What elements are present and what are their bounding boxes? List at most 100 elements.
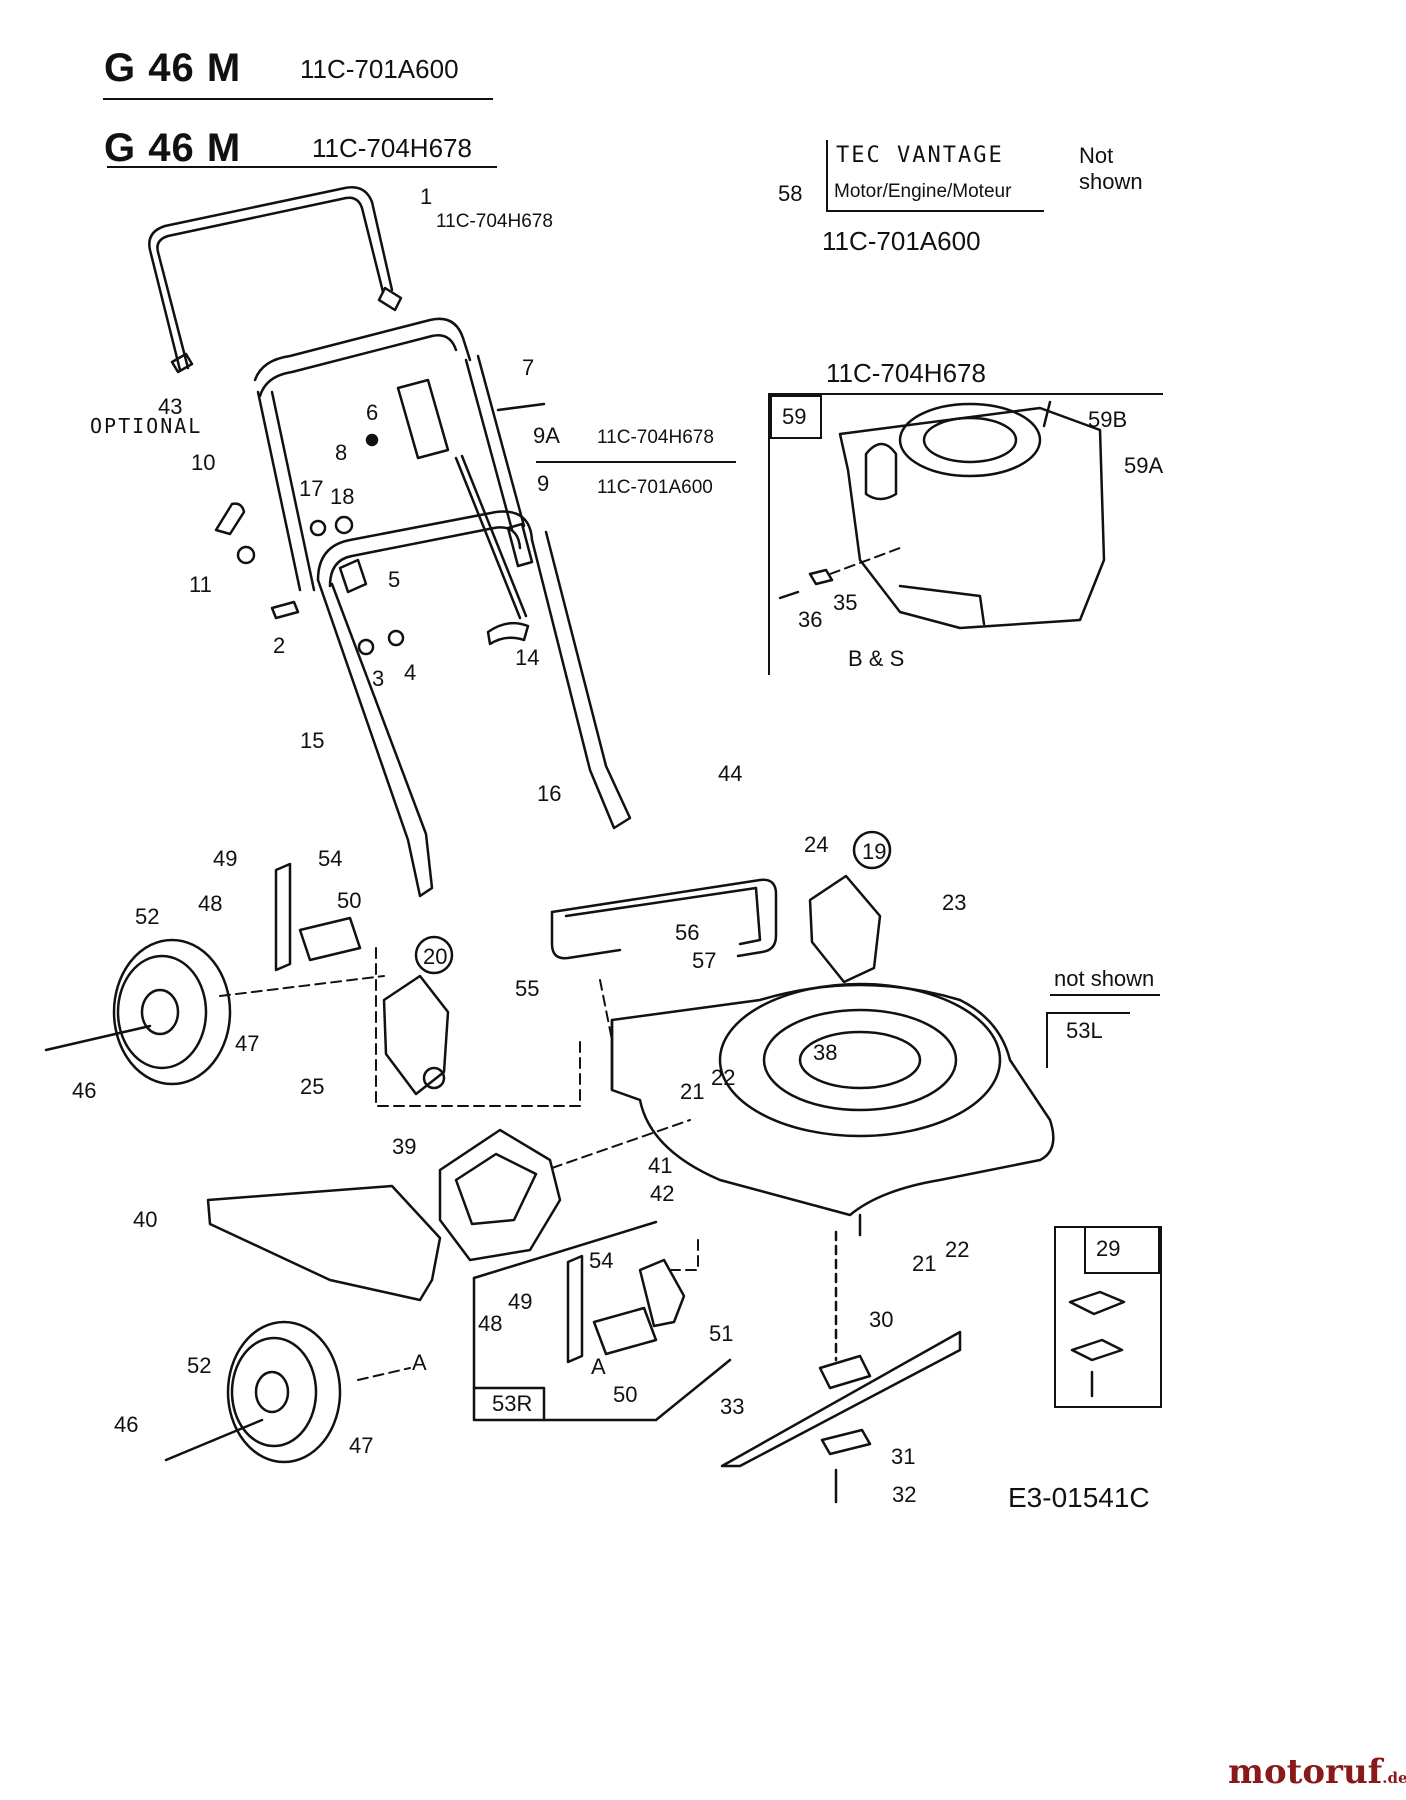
upper-bail-handle (148, 186, 403, 374)
callout-40: 40 (133, 1207, 158, 1232)
callout-50-b: 50 (613, 1382, 638, 1407)
engine-note-rule (826, 210, 1044, 212)
callout-46-b: 46 (114, 1412, 139, 1437)
engine-note-bar (826, 140, 828, 212)
motoruf-logo: motoruf.de (1228, 1752, 1406, 1792)
callout-2: 2 (273, 633, 286, 658)
callout-1: 1 (420, 184, 433, 209)
callout-55: 55 (515, 976, 540, 1001)
handle-hardware (214, 402, 546, 656)
ref-53l-left (1046, 1012, 1048, 1068)
wheel-adjusters (274, 862, 686, 1364)
model-title-1: G 46 M (104, 46, 242, 90)
engine-box-ref: 59 (782, 404, 807, 429)
callout-4: 4 (404, 660, 417, 685)
callout-15: 15 (300, 728, 325, 753)
ref-53l-top (1046, 1012, 1130, 1014)
callout-30: 30 (869, 1307, 894, 1332)
model-title-2: G 46 M (104, 126, 242, 170)
callout-59a: 59A (1124, 453, 1164, 478)
callout-8: 8 (335, 440, 348, 465)
callout-25: 25 (300, 1074, 325, 1099)
fig29-ref: 29 (1096, 1236, 1121, 1261)
callout-50: 50 (337, 888, 362, 913)
callout-3: 3 (372, 666, 385, 691)
height-adjuster-brackets (382, 830, 892, 1096)
callout-41: 41 (648, 1153, 673, 1178)
callout-38: 38 (813, 1040, 838, 1065)
callout-32: 32 (892, 1482, 917, 1507)
blade (720, 1230, 962, 1504)
callout-47-b: 47 (349, 1433, 374, 1458)
callout-36: 36 (798, 607, 823, 632)
engine-box-ref-frame (770, 395, 822, 439)
model-code-2: 11C-704H678 (312, 133, 472, 163)
mower-deck (610, 982, 1055, 1237)
callout-52-b: 52 (187, 1353, 212, 1378)
not-shown-rule (1050, 994, 1160, 996)
grass-flap (206, 1184, 442, 1302)
callout-42: 42 (650, 1181, 675, 1206)
callout-54-b: 54 (589, 1248, 614, 1273)
callout-54: 54 (318, 846, 343, 871)
fig29-parts (1068, 1290, 1126, 1398)
callout-43: 43 (158, 394, 183, 419)
control-cable (338, 378, 534, 646)
lower-handle (316, 510, 632, 898)
upper-handle (253, 317, 526, 592)
engine-status-1: Not (1079, 143, 1114, 168)
model-code-1: 11C-701A600 (300, 54, 459, 84)
callout-6: 6 (366, 400, 379, 425)
callout-51: 51 (709, 1321, 734, 1346)
callout-44: 44 (718, 761, 743, 786)
engine-brand: TEC VANTAGE (836, 143, 1004, 168)
logo-brand: motoruf (1228, 1752, 1383, 1792)
cable-code-b: 11C-701A600 (597, 477, 713, 498)
engine-status-2: shown (1079, 169, 1143, 194)
kit-53r-label: 53R (492, 1391, 533, 1416)
callout-20: 20 (423, 944, 448, 969)
rear-wheel (44, 938, 232, 1086)
callout-52: 52 (135, 904, 160, 929)
callout-24: 24 (804, 832, 829, 857)
callout-5: 5 (388, 567, 401, 592)
callout-49: 49 (213, 846, 238, 871)
callout-21: 21 (680, 1079, 705, 1104)
callout-46: 46 (72, 1078, 97, 1103)
kit-53r-frame (472, 1220, 732, 1422)
callout-59b: 59B (1088, 407, 1128, 432)
not-shown-label: not shown (1054, 966, 1155, 991)
callout-23: 23 (942, 890, 967, 915)
optional-label: OPTIONAL (90, 414, 203, 438)
engine-box-top (768, 393, 1163, 395)
callout-18: 18 (330, 484, 355, 509)
callout-22-b: 22 (945, 1237, 970, 1262)
fig29-ref-frame (1084, 1226, 1160, 1274)
callout-56: 56 (675, 920, 700, 945)
header-rule-2 (107, 166, 497, 168)
callout-17: 17 (299, 476, 324, 501)
diagram-id: E3-01541C (1008, 1482, 1150, 1513)
callout-10: 10 (191, 450, 216, 475)
ref-53l: 53L (1066, 1018, 1103, 1043)
cable-code-rule (536, 461, 736, 463)
callout-39: 39 (392, 1134, 417, 1159)
callout-57: 57 (692, 948, 717, 973)
front-wheel (164, 1320, 342, 1464)
callout-35: 35 (833, 590, 858, 615)
letter-a-2: A (591, 1354, 606, 1379)
callout-48: 48 (198, 891, 223, 916)
callout-11: 11 (189, 572, 212, 597)
callout-16: 16 (537, 781, 562, 806)
callout-9: 9 (537, 471, 550, 496)
engine-desc: Motor/Engine/Moteur (834, 181, 1012, 202)
callout-14: 14 (515, 645, 540, 670)
engine-note-code: 11C-701A600 (822, 226, 981, 256)
assembly-lines (219, 547, 901, 1381)
logo-tld: .de (1382, 1769, 1406, 1787)
callout-21-b: 21 (912, 1251, 937, 1276)
header-rule-1 (103, 98, 493, 100)
rear-flap-bracket (550, 878, 778, 960)
engine-maker: B & S (848, 646, 905, 671)
